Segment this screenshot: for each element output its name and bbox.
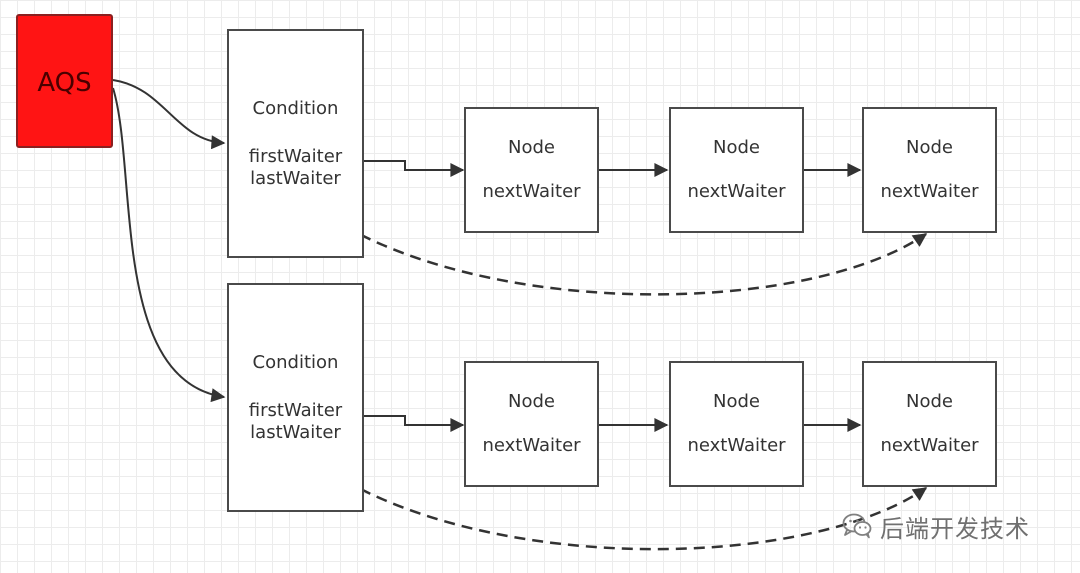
next-waiter-label: nextWaiter — [482, 181, 581, 202]
node-box-1-1: Node nextWaiter — [464, 107, 599, 233]
node-box-2-2: Node nextWaiter — [669, 361, 804, 487]
aqs-label: AQS — [37, 68, 92, 98]
first-waiter-2-arrow — [352, 415, 465, 432]
condition-box-2: Condition firstWaiter lastWaiter — [227, 283, 364, 512]
condition-box-1: Condition firstWaiter lastWaiter — [227, 29, 364, 258]
node-box-2-3: Node nextWaiter — [862, 361, 997, 487]
node-title: Node — [713, 391, 760, 412]
last-waiter-label: lastWaiter — [250, 422, 341, 443]
last-waiter-2-dashed-arrow — [299, 449, 928, 551]
node-title: Node — [508, 137, 555, 158]
node-title: Node — [508, 391, 555, 412]
next-waiter-label: nextWaiter — [880, 181, 979, 202]
node-box-1-2: Node nextWaiter — [669, 107, 804, 233]
node-title: Node — [713, 137, 760, 158]
node-box-2-1: Node nextWaiter — [464, 361, 599, 487]
condition-title: Condition — [252, 352, 339, 373]
next-waiter-label: nextWaiter — [687, 181, 786, 202]
next-waiter-label: nextWaiter — [880, 435, 979, 456]
watermark: 后端开发技术 — [842, 511, 1030, 543]
next-waiter-label: nextWaiter — [687, 435, 786, 456]
watermark-text: 后端开发技术 — [880, 514, 1030, 543]
aqs-box: AQS — [16, 14, 113, 148]
node-box-1-3: Node nextWaiter — [862, 107, 997, 233]
first-waiter-label: firstWaiter — [248, 146, 343, 167]
aqs-to-condition-2-arrow — [112, 87, 226, 403]
first-waiter-1-arrow — [352, 160, 465, 177]
node-title: Node — [906, 137, 953, 158]
aqs-to-condition-1-arrow — [112, 79, 226, 150]
last-waiter-label: lastWaiter — [250, 168, 341, 189]
first-waiter-label: firstWaiter — [248, 400, 343, 421]
next-waiter-label: nextWaiter — [482, 435, 581, 456]
node-title: Node — [906, 391, 953, 412]
wechat-icon — [842, 513, 872, 539]
last-waiter-1-dashed-arrow — [299, 195, 928, 296]
condition-title: Condition — [252, 98, 339, 119]
